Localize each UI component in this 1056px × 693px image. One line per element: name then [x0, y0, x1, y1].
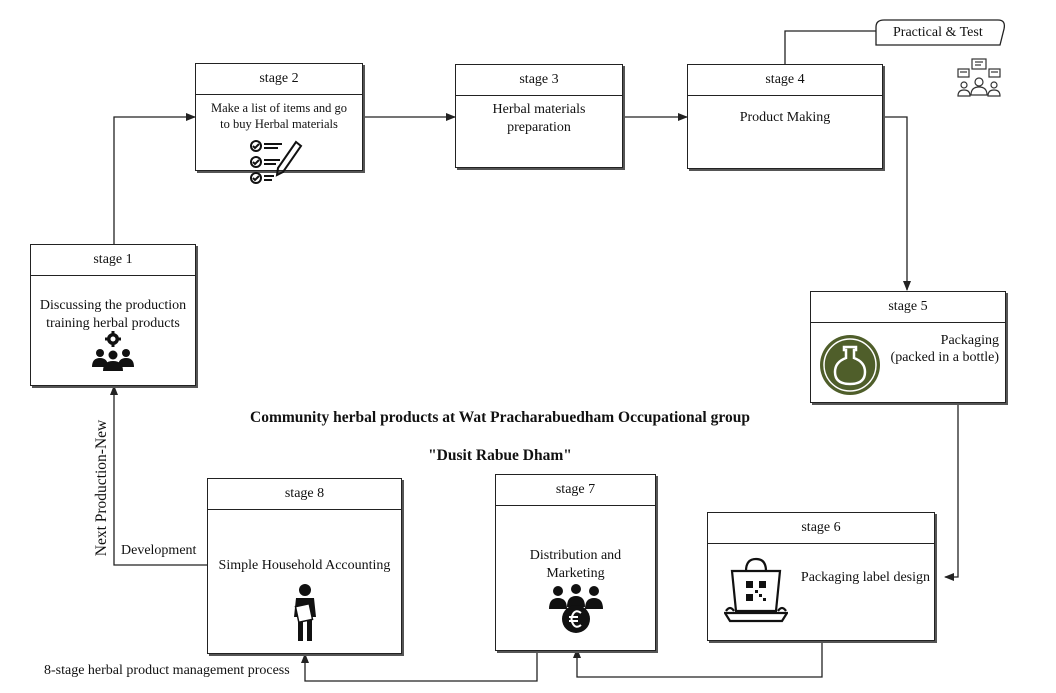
stage-6-header: stage 6: [708, 513, 934, 544]
arrow-stage6-to-stage7: [573, 641, 823, 678]
stage-8-box: stage 8 Simple Household Accounting: [207, 478, 402, 654]
team-gear-icon: [92, 331, 134, 371]
stage-3-box: stage 3 Herbal materials preparation: [455, 64, 623, 168]
stage-6-text: Packaging label design: [800, 570, 930, 585]
development-label: Development: [121, 543, 197, 558]
footer-caption: 8-stage herbal product management proces…: [44, 663, 290, 678]
stage-4-text: Product Making: [739, 110, 831, 125]
stage-3-header: stage 3: [456, 65, 622, 96]
group-euro-icon: [549, 584, 603, 633]
stage-5-line2: (packed in a bottle): [890, 350, 999, 365]
bottle-icon: [820, 335, 880, 395]
stage-8-header: stage 8: [208, 479, 401, 510]
arrow-stage1-to-stage2: [113, 113, 196, 244]
presentation-group-icon: [957, 58, 1001, 97]
next-production-label: Next Production-New: [93, 419, 110, 557]
arrow-stage7-to-stage8: [301, 651, 538, 682]
callout-tag: [875, 19, 1006, 46]
checklist-pen-icon: [250, 140, 303, 184]
arrow-stage5-to-stage6: [944, 403, 959, 581]
stage-6-box: stage 6 Packaging label design: [707, 512, 935, 641]
diagram-title-line2: "Dusit Rabue Dham": [428, 447, 572, 464]
stage-5-box: stage 5 Packaging (packed in a bottle): [810, 291, 1006, 403]
stage-4-header: stage 4: [688, 65, 882, 96]
stage-1-box: stage 1 Discussing the production traini…: [30, 244, 196, 386]
stage-2-text: Make a list of items and go to buy Herba…: [210, 101, 348, 132]
stage-5-line1: Packaging: [940, 333, 999, 348]
diagram-title-line1: Community herbal products at Wat Prachar…: [250, 409, 750, 426]
stage-8-text: Simple Household Accounting: [218, 558, 391, 573]
stage-4-box: stage 4 Product Making: [687, 64, 883, 169]
callout-text: Practical & Test: [893, 25, 983, 40]
stage-3-text: Herbal materials preparation: [492, 102, 586, 136]
stage-2-header: stage 2: [196, 64, 362, 95]
stage-1-text: Discussing the production training herba…: [39, 298, 187, 332]
stage-7-header: stage 7: [496, 475, 655, 506]
stage-5-header: stage 5: [811, 292, 1005, 323]
stage-2-box: stage 2 Make a list of items and go to b…: [195, 63, 363, 184]
stage-7-box: stage 7 Distribution and Marketing: [495, 474, 656, 651]
shopping-bag-qr-icon: [724, 557, 788, 623]
stage-7-text: Distribution and Marketing: [529, 548, 622, 582]
callout-leader: [784, 30, 876, 64]
arrow-stage8-to-stage1: [110, 385, 207, 566]
person-clipboard-icon: [294, 584, 316, 641]
stage-1-header: stage 1: [31, 245, 195, 276]
arrow-stage4-to-stage5: [883, 116, 911, 291]
